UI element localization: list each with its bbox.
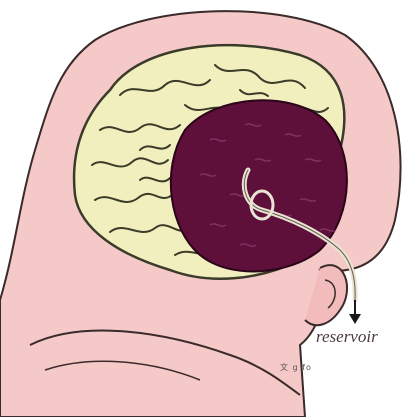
reservoir-label: reservoir (316, 327, 378, 347)
artist-signature: 文 g fo (280, 362, 312, 373)
arrow-head-icon (349, 314, 361, 324)
